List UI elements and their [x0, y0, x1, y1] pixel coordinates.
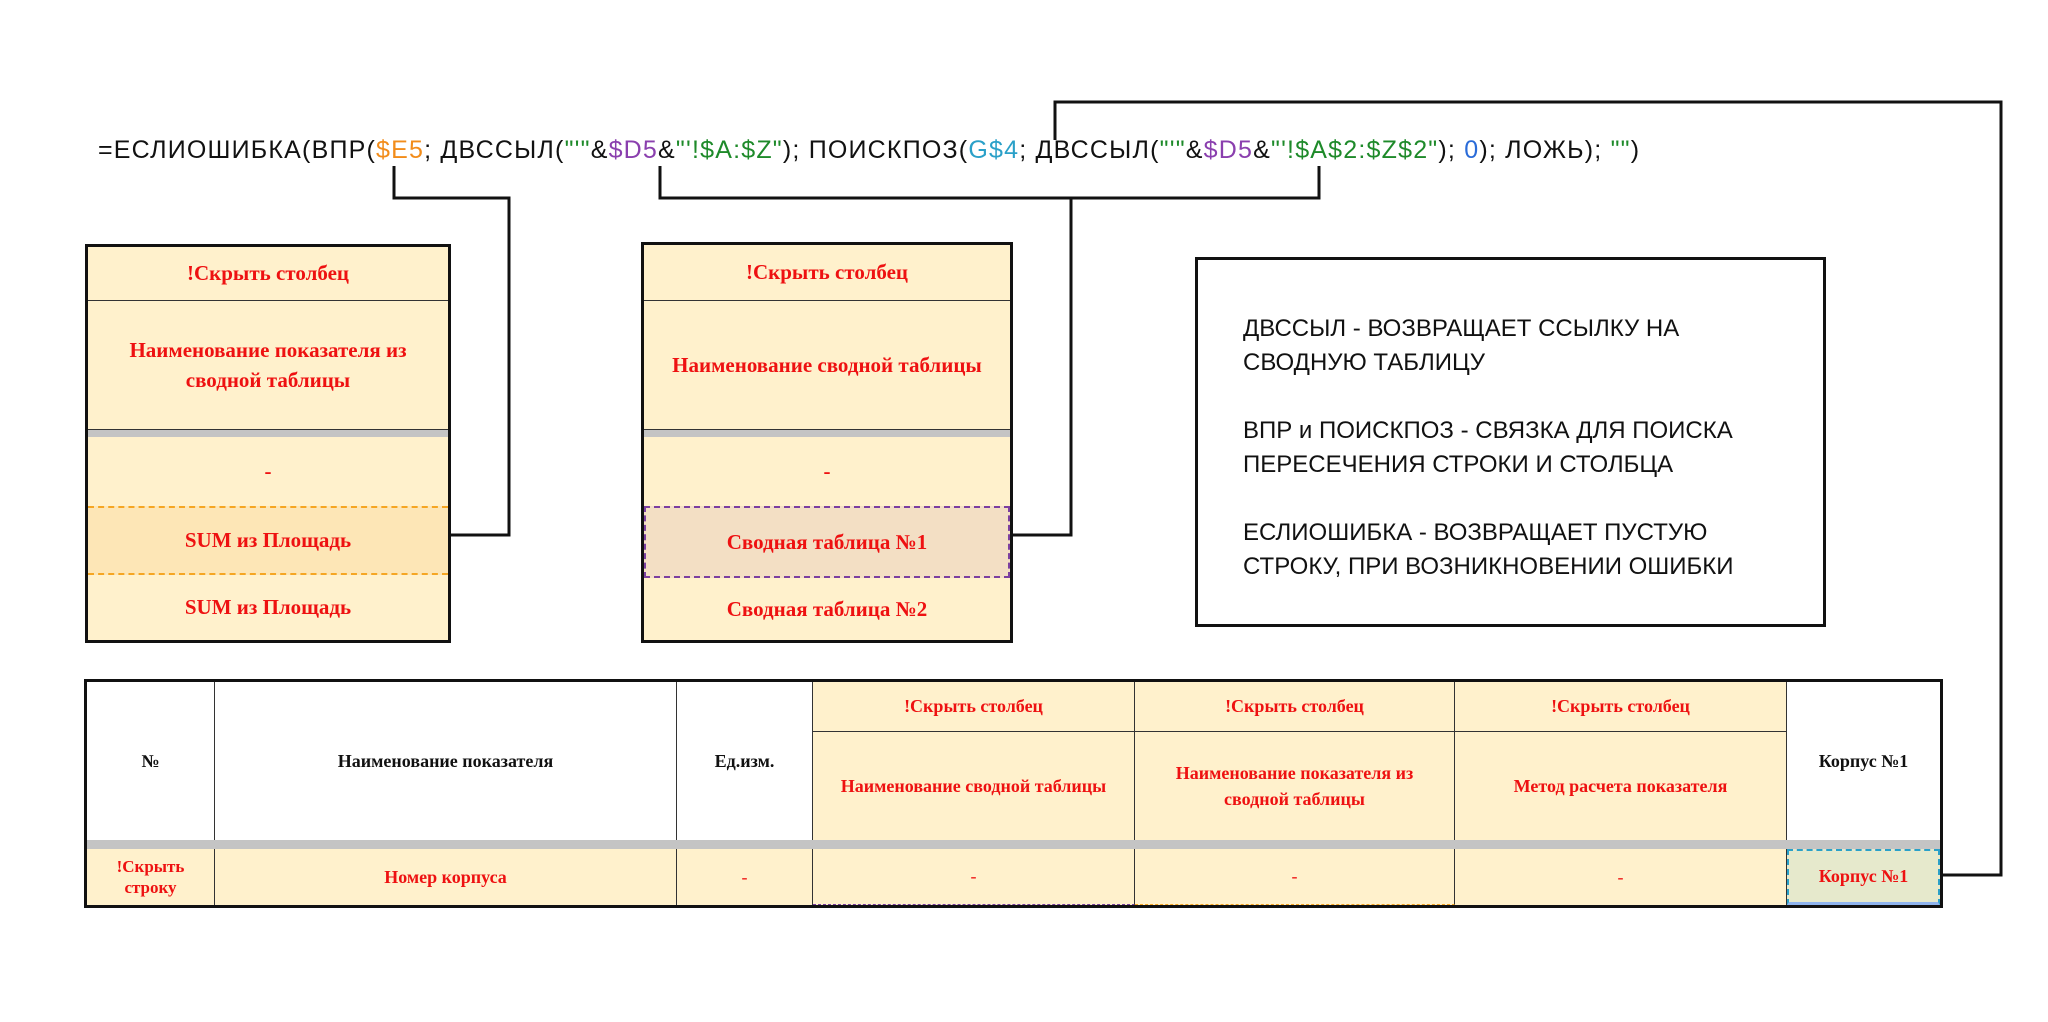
hide-column-label: !Скрыть столбец: [813, 682, 1135, 732]
list-item-selected[interactable]: SUM из Площадь: [88, 506, 448, 575]
list-item[interactable]: -: [823, 459, 831, 484]
list-item-selected[interactable]: Сводная таблица №1: [644, 506, 1010, 578]
column-header: Наименование сводной таблицы: [644, 301, 1010, 430]
indicator-name-column: !Скрыть столбец Наименование показателя …: [85, 244, 451, 643]
row-method[interactable]: -: [1455, 849, 1787, 905]
pivot-name-column: !Скрыть столбец Наименование сводной таб…: [641, 242, 1013, 643]
formula-token: "'": [564, 136, 591, 164]
formula-token: =ЕСЛИОШИБКА(ВПР(: [98, 136, 377, 164]
header-pivot-name: Наименование сводной таблицы: [813, 732, 1135, 840]
row-hide-label[interactable]: !Скрыть строку: [87, 849, 215, 905]
header-separator: [87, 840, 1940, 849]
header-building: Корпус №1: [1787, 682, 1940, 840]
formula-token: "'!$A:$Z": [675, 136, 783, 164]
list-item[interactable]: -: [264, 459, 272, 484]
connector-g4: [1053, 100, 2003, 877]
formula-token: &: [1253, 136, 1271, 164]
formula-token: &: [658, 136, 676, 164]
formula-token: ; ДВССЫЛ(: [1019, 136, 1160, 164]
indicator-table: № Наименование показателя Ед.изм. !Скрыт…: [84, 679, 1943, 908]
row-indicator-name[interactable]: -: [1135, 849, 1455, 905]
header-indicator-name: Наименование показателя из сводной табли…: [1135, 732, 1455, 840]
connector-d5-bracket: [658, 166, 1321, 200]
formula-token: "": [1610, 136, 1631, 164]
formula-token: G$4: [968, 136, 1020, 164]
hide-column-label: !Скрыть столбец: [1455, 682, 1787, 732]
formula-token: ): [1630, 136, 1641, 164]
formula-token: &: [1185, 136, 1204, 164]
row-name[interactable]: Номер корпуса: [215, 849, 677, 905]
column-header: Наименование показателя из сводной табли…: [88, 301, 448, 430]
header-unit: Ед.изм.: [677, 682, 813, 840]
hide-column-label: !Скрыть столбец: [644, 245, 1010, 301]
note-vlookup-match: ВПР и ПОИСКПОЗ - СВЯЗКА ДЛЯ ПОИСКА ПЕРЕС…: [1243, 417, 1733, 478]
header-separator: [88, 430, 448, 437]
formula-token: ; ДВССЫЛ(: [424, 136, 565, 164]
formula-token: "'!$A$2:$Z$2": [1271, 136, 1439, 164]
formula-token: 0: [1464, 136, 1480, 164]
row-unit[interactable]: -: [677, 849, 813, 905]
explanation-box: ДВССЫЛ - ВОЗВРАЩАЕТ ССЫЛКУ НА СВОДНУЮ ТА…: [1195, 257, 1826, 627]
header-name: Наименование показателя: [215, 682, 677, 840]
note-indirect: ДВССЫЛ - ВОЗВРАЩАЕТ ССЫЛКУ НА СВОДНУЮ ТА…: [1243, 315, 1680, 376]
row-building-selected[interactable]: Корпус №1: [1787, 849, 1940, 905]
formula-text: =ЕСЛИОШИБКА(ВПР($E5; ДВССЫЛ("'"&$D5&"'!$…: [98, 136, 1640, 165]
header-separator: [644, 430, 1010, 437]
formula-token: $D5: [608, 136, 659, 164]
note-iferror: ЕСЛИОШИБКА - ВОЗВРАЩАЕТ ПУСТУЮ СТРОКУ, П…: [1243, 519, 1734, 580]
hide-column-label: !Скрыть столбец: [88, 247, 448, 301]
formula-token: $D5: [1203, 136, 1254, 164]
connector-d5: [1013, 198, 1073, 537]
formula-token: $E5: [376, 136, 425, 164]
row-pivot-name[interactable]: -: [813, 849, 1135, 905]
formula-token: ); ЛОЖЬ);: [1479, 136, 1611, 164]
connector-e5: [392, 166, 511, 537]
formula-token: "'": [1159, 136, 1186, 164]
header-number: №: [87, 682, 215, 840]
hide-column-label: !Скрыть столбец: [1135, 682, 1455, 732]
list-item[interactable]: SUM из Площадь: [184, 595, 352, 620]
formula-token: &: [590, 136, 609, 164]
formula-token: );: [1438, 136, 1465, 164]
list-item[interactable]: Сводная таблица №2: [726, 596, 928, 621]
header-method: Метод расчета показателя: [1455, 732, 1787, 840]
formula-token: ); ПОИСКПОЗ(: [782, 136, 969, 164]
